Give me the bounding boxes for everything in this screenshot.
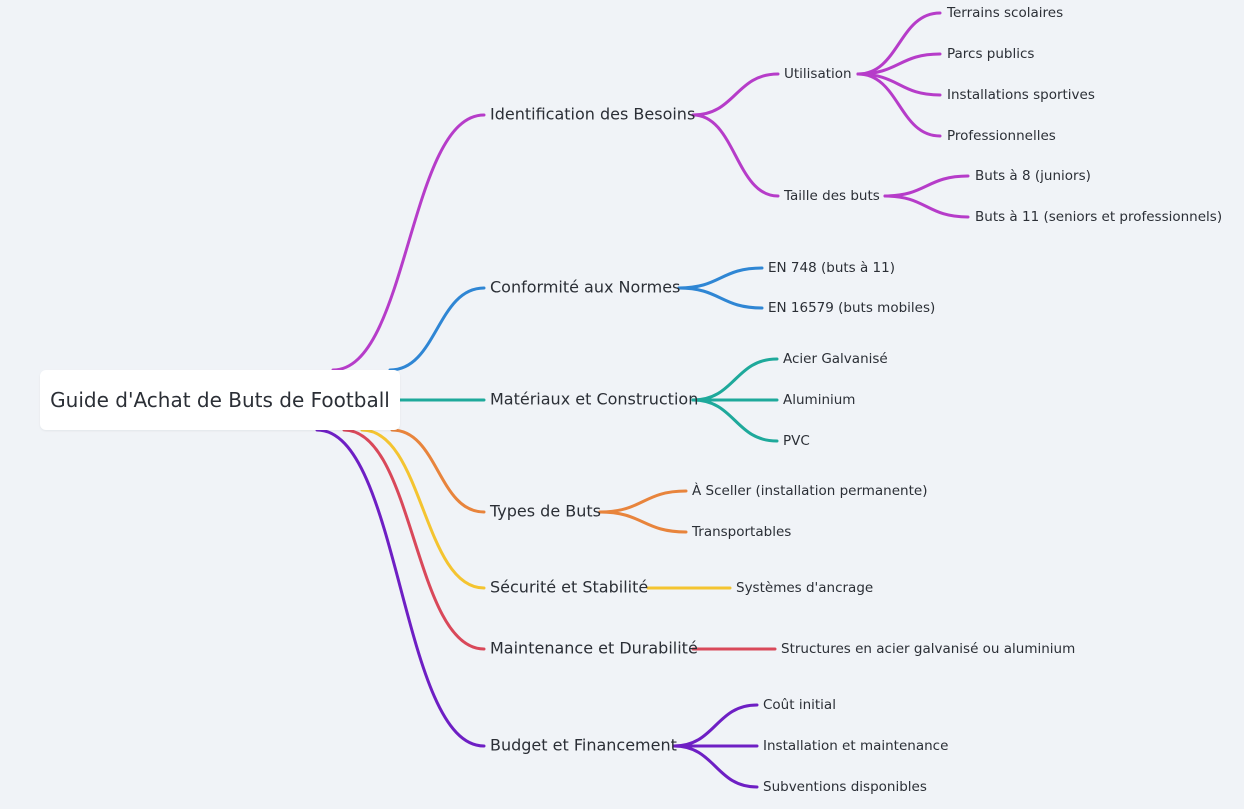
node-structures-en-acier-galvanise-ou-aluminium[interactable]: Structures en acier galvanisé ou alumini… [781,641,1075,657]
node-installations-sportives[interactable]: Installations sportives [947,87,1095,103]
edge-maintenance-et-durabilite [342,428,486,651]
node-transportables[interactable]: Transportables [691,524,791,540]
node-professionnelles[interactable]: Professionnelles [947,128,1056,144]
root-node-label: Guide d'Achat de Buts de Football [50,388,390,412]
node-types-de-buts[interactable]: Types de Buts [489,502,601,521]
edge-types-de-buts [390,428,486,514]
edge-pvc [691,398,779,443]
node-maintenance-et-durabilite[interactable]: Maintenance et Durabilité [490,639,698,658]
node-subventions-disponibles[interactable]: Subventions disponibles [763,779,927,795]
edge-identification-des-besoins [331,113,486,372]
mindmap-labels: Identification des Besoins Utilisation Ter… [489,5,1222,795]
mindmap-edges [315,11,970,789]
edge-a-sceller-installation-permanente [598,489,688,514]
edge-subventions-disponibles [672,744,759,789]
node-identification-des-besoins[interactable]: Identification des Besoins [490,105,695,124]
edge-securite-et-stabilite [360,428,486,590]
edge-buts-a-8-juniors [883,174,970,198]
root-node[interactable]: Guide d'Achat de Buts de Football [40,370,400,430]
node-budget-et-financement[interactable]: Budget et Financement [490,736,677,755]
node-securite-et-stabilite[interactable]: Sécurité et Stabilité [490,578,648,597]
edge-buts-a-11-seniors-et-professionnels [883,194,970,219]
edge-cout-initial [672,703,759,748]
node-utilisation[interactable]: Utilisation [784,66,852,82]
node-conformite-aux-normes[interactable]: Conformité aux Normes [490,278,680,297]
node-terrains-scolaires[interactable]: Terrains scolaires [946,5,1063,21]
edge-terrains-scolaires [856,11,942,76]
edge-en-16579-buts-mobiles [677,286,764,310]
edge-professionnelles [856,72,942,138]
node-en-748-buts-a-11[interactable]: EN 748 (buts à 11) [768,260,895,276]
node-en-16579-buts-mobiles[interactable]: EN 16579 (buts mobiles) [768,300,935,316]
node-pvc[interactable]: PVC [783,433,810,449]
edge-conformite-aux-normes [388,286,486,372]
edge-acier-galvanise [691,357,779,402]
edge-transportables [598,510,688,534]
node-taille-des-buts[interactable]: Taille des buts [783,188,880,204]
node-cout-initial[interactable]: Coût initial [763,697,836,713]
edge-en-748-buts-a-11 [677,266,764,290]
edge-taille-des-buts [691,113,780,198]
node-buts-a-8-juniors[interactable]: Buts à 8 (juniors) [975,168,1091,184]
edge-budget-et-financement [315,428,486,748]
node-acier-galvanise[interactable]: Acier Galvanisé [783,351,888,367]
node-materiaux-et-construction[interactable]: Matériaux et Construction [490,390,698,409]
node-a-sceller-installation-permanente[interactable]: À Sceller (installation permanente) [692,482,927,499]
node-aluminium[interactable]: Aluminium [783,392,855,408]
node-buts-a-11-seniors-et-professionnels[interactable]: Buts à 11 (seniors et professionnels) [975,209,1222,225]
node-installation-et-maintenance[interactable]: Installation et maintenance [763,738,948,754]
node-parcs-publics[interactable]: Parcs publics [947,46,1034,62]
node-systemes-d-ancrage[interactable]: Systèmes d'ancrage [736,580,873,596]
edge-utilisation [691,72,780,117]
